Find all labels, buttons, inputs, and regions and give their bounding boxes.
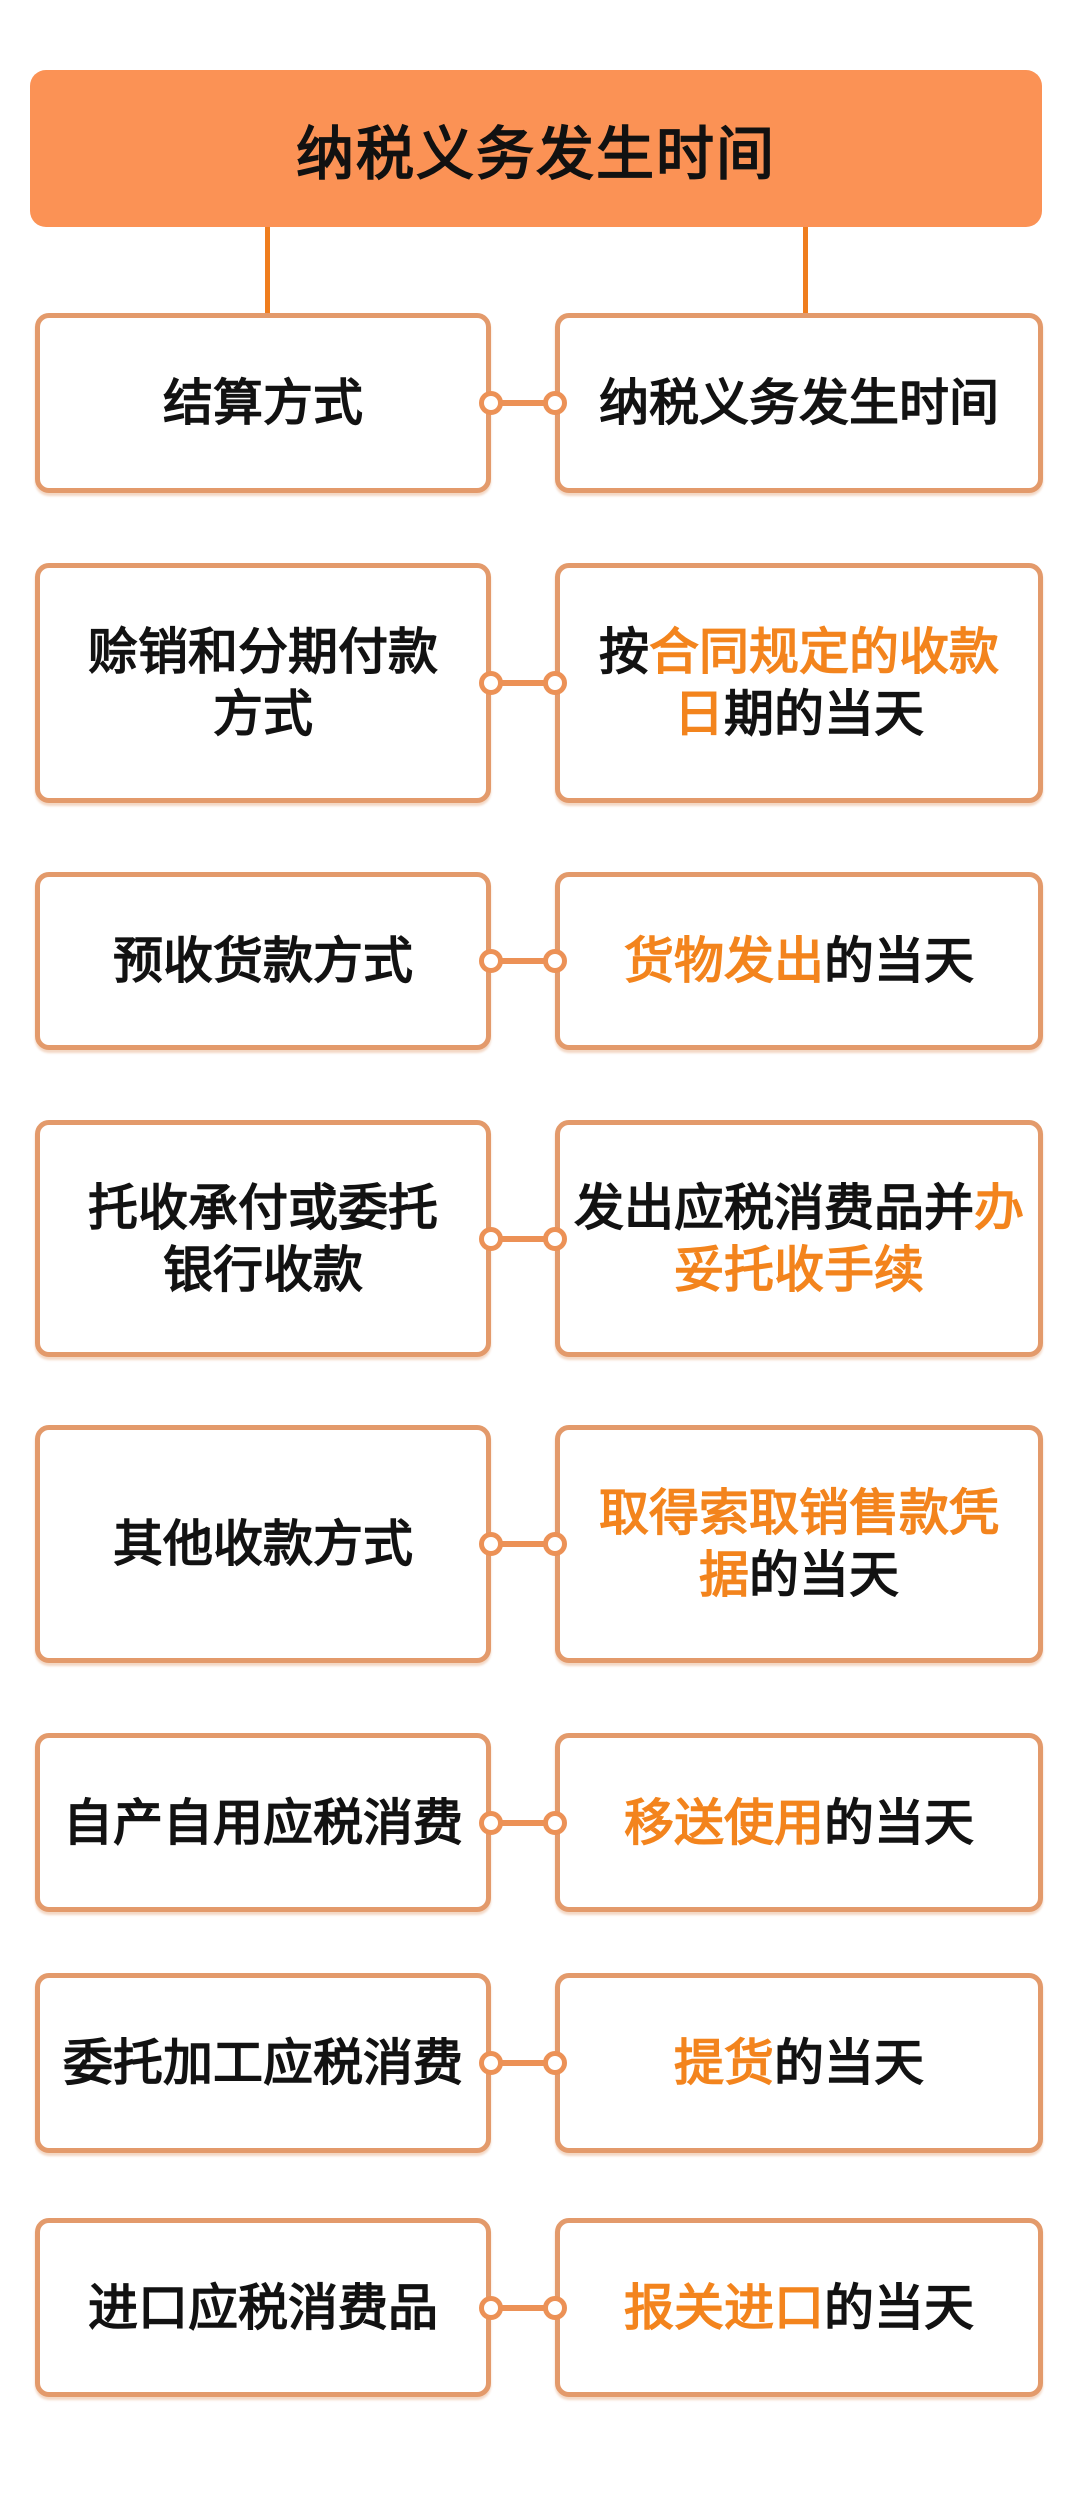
text-line: 日期的当天 bbox=[599, 683, 999, 745]
connector-ring-right bbox=[543, 2295, 567, 2320]
method-node: 托收承付或委托 银行收款 bbox=[35, 1120, 491, 1357]
left-box-text: 结算方式 bbox=[163, 375, 363, 431]
text-segment: 发出应税消费品并 bbox=[574, 1179, 974, 1236]
diagram-row: 自产自用应税消费 移送使用的当天 bbox=[0, 1733, 1080, 1912]
text-segment: 纳税义务发生时间 bbox=[599, 375, 999, 431]
right-box-text: 货物发出的当天 bbox=[624, 930, 974, 992]
right-box-text: 取得索取销售款凭据的当天 bbox=[599, 1482, 999, 1606]
timing-node: 纳税义务发生时间 bbox=[555, 313, 1043, 493]
connector-ring-left bbox=[479, 2295, 503, 2320]
left-box-text: 其他收款方式 bbox=[113, 1516, 413, 1572]
text-line: 按合同规定的收款 bbox=[599, 621, 999, 683]
highlighted-text-segment: 货物发出 bbox=[624, 933, 824, 989]
text-segment: 期的当天 bbox=[724, 686, 924, 742]
text-line: 货物发出的当天 bbox=[624, 930, 974, 992]
right-box-text: 移送使用的当天 bbox=[624, 1792, 974, 1854]
diagram-row: 委托加工应税消费 提货的当天 bbox=[0, 1973, 1080, 2153]
connector-bar bbox=[491, 2304, 555, 2311]
connector-bar bbox=[491, 1819, 555, 1826]
highlighted-text-segment: 移送使用 bbox=[624, 1794, 824, 1851]
text-line: 发出应税消费品并办 bbox=[574, 1177, 1024, 1239]
text-segment: 的当天 bbox=[824, 2279, 974, 2336]
right-box-text: 报关进口的当天 bbox=[624, 2277, 974, 2339]
right-box-text: 发出应税消费品并办妥托收手续 bbox=[574, 1177, 1024, 1301]
text-line: 妥托收手续 bbox=[574, 1239, 1024, 1301]
left-box-text: 自产自用应税消费 bbox=[63, 1794, 463, 1851]
header-connector-line-right bbox=[803, 227, 808, 315]
connector-ring-left bbox=[479, 671, 503, 695]
diagram-title-box: 纳税义务发生时间 bbox=[30, 70, 1042, 227]
header-connector-line-left bbox=[265, 227, 270, 315]
timing-node: 取得索取销售款凭据的当天 bbox=[555, 1425, 1043, 1663]
text-line: 纳税义务发生时间 bbox=[599, 372, 999, 434]
connector-ring-right bbox=[543, 1532, 567, 1556]
highlighted-text-segment: 据 bbox=[699, 1547, 749, 1603]
method-node: 自产自用应税消费 bbox=[35, 1733, 491, 1912]
highlighted-text-segment: 取得索取销售款凭 bbox=[599, 1485, 999, 1541]
connector-ring-left bbox=[479, 949, 503, 973]
diagram-row: 进口应税消费品 报关进口的当天 bbox=[0, 2218, 1080, 2397]
timing-node: 报关进口的当天 bbox=[555, 2218, 1043, 2397]
connector-bar bbox=[491, 958, 555, 964]
connector-bar bbox=[491, 1541, 555, 1547]
diagram-row: 预收货款方式 货物发出的当天 bbox=[0, 872, 1080, 1050]
connector-ring-left bbox=[479, 1532, 503, 1556]
connector-ring-right bbox=[543, 1810, 567, 1835]
timing-node: 发出应税消费品并办妥托收手续 bbox=[555, 1120, 1043, 1357]
text-segment: 的当天 bbox=[774, 2035, 924, 2091]
timing-node: 按合同规定的收款日期的当天 bbox=[555, 563, 1043, 803]
diagram-row: 托收承付或委托 银行收款 发出应税消费品并办妥托收手续 bbox=[0, 1120, 1080, 1357]
timing-node: 提货的当天 bbox=[555, 1973, 1043, 2153]
right-box-text: 提货的当天 bbox=[674, 2032, 924, 2094]
diagram-row: 结算方式 纳税义务发生时间 bbox=[0, 313, 1080, 493]
text-line: 报关进口的当天 bbox=[624, 2277, 974, 2339]
connector-bar bbox=[491, 1235, 555, 1242]
left-box-text: 进口应税消费品 bbox=[88, 2279, 438, 2336]
left-box-text: 托收承付或委托 银行收款 bbox=[88, 1179, 438, 1298]
timing-node: 货物发出的当天 bbox=[555, 872, 1043, 1050]
text-line: 提货的当天 bbox=[674, 2032, 924, 2094]
connector-ring-right bbox=[543, 949, 567, 973]
connector-bar bbox=[491, 400, 555, 406]
text-line: 移送使用的当天 bbox=[624, 1792, 974, 1854]
connector-ring-right bbox=[543, 391, 567, 415]
highlighted-text-segment: 日 bbox=[674, 686, 724, 742]
connector-ring-right bbox=[543, 1226, 567, 1251]
left-box-text: 委托加工应税消费 bbox=[63, 2035, 463, 2091]
text-segment: 按 bbox=[599, 624, 649, 680]
text-segment: 的当天 bbox=[824, 933, 974, 989]
highlighted-text-segment: 合同规定的收款 bbox=[649, 624, 999, 680]
connector-ring-right bbox=[543, 671, 567, 695]
method-node: 结算方式 bbox=[35, 313, 491, 493]
right-box-text: 按合同规定的收款日期的当天 bbox=[599, 621, 999, 745]
text-segment: 的当天 bbox=[824, 1794, 974, 1851]
connector-ring-left bbox=[479, 2051, 503, 2075]
diagram-title: 纳税义务发生时间 bbox=[295, 121, 776, 187]
left-box-text: 预收货款方式 bbox=[113, 933, 413, 989]
connector-ring-left bbox=[479, 1810, 503, 1835]
connector-ring-left bbox=[479, 391, 503, 415]
right-box-text: 纳税义务发生时间 bbox=[599, 372, 999, 434]
connector-bar bbox=[491, 680, 555, 686]
diagram-row: 其他收款方式 取得索取销售款凭据的当天 bbox=[0, 1425, 1080, 1663]
text-line: 取得索取销售款凭 bbox=[599, 1482, 999, 1544]
left-box-text: 赊销和分期付款 方式 bbox=[88, 624, 438, 742]
timing-node: 移送使用的当天 bbox=[555, 1733, 1043, 1912]
method-node: 进口应税消费品 bbox=[35, 2218, 491, 2397]
connector-bar bbox=[491, 2060, 555, 2066]
diagram-row: 赊销和分期付款 方式 按合同规定的收款日期的当天 bbox=[0, 563, 1080, 803]
method-node: 委托加工应税消费 bbox=[35, 1973, 491, 2153]
method-node: 其他收款方式 bbox=[35, 1425, 491, 1663]
highlighted-text-segment: 妥托收手续 bbox=[674, 1241, 924, 1298]
method-node: 预收货款方式 bbox=[35, 872, 491, 1050]
text-line: 据的当天 bbox=[599, 1544, 999, 1606]
connector-ring-left bbox=[479, 1226, 503, 1251]
highlighted-text-segment: 办 bbox=[974, 1179, 1024, 1236]
highlighted-text-segment: 报关进口 bbox=[624, 2279, 824, 2336]
connector-ring-right bbox=[543, 2051, 567, 2075]
method-node: 赊销和分期付款 方式 bbox=[35, 563, 491, 803]
highlighted-text-segment: 提货 bbox=[674, 2035, 774, 2091]
text-segment: 的当天 bbox=[749, 1547, 899, 1603]
